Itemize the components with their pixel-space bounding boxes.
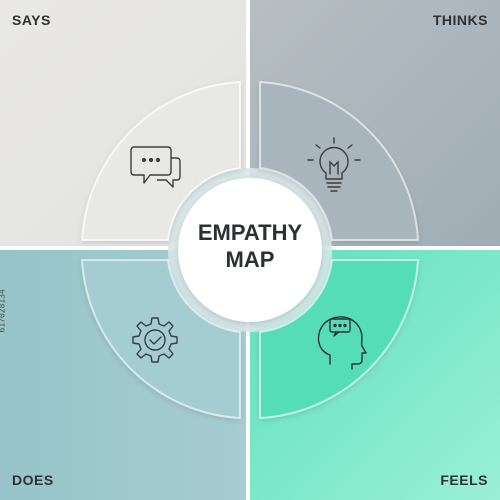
speech-bubbles-icon xyxy=(130,146,181,188)
does-label: DOES xyxy=(12,472,54,488)
side-caption-text: 617028134 xyxy=(0,289,7,333)
head-chat-icon xyxy=(317,316,367,370)
thinks-segment xyxy=(259,80,420,241)
does-segment xyxy=(80,259,241,420)
thinks-label: THINKS xyxy=(432,12,488,28)
center-title: EMPATHY MAP xyxy=(170,219,330,273)
lightbulb-icon xyxy=(307,137,361,192)
feels-label: FEELS xyxy=(440,472,488,488)
feels-segment xyxy=(259,259,420,420)
side-caption: 617028134 xyxy=(0,100,10,450)
center-circle xyxy=(178,178,322,322)
says-label: SAYS xyxy=(12,12,51,28)
center-title-line2: MAP xyxy=(225,247,275,272)
center-title-line1: EMPATHY xyxy=(197,220,303,245)
gear-check-icon xyxy=(132,317,178,363)
